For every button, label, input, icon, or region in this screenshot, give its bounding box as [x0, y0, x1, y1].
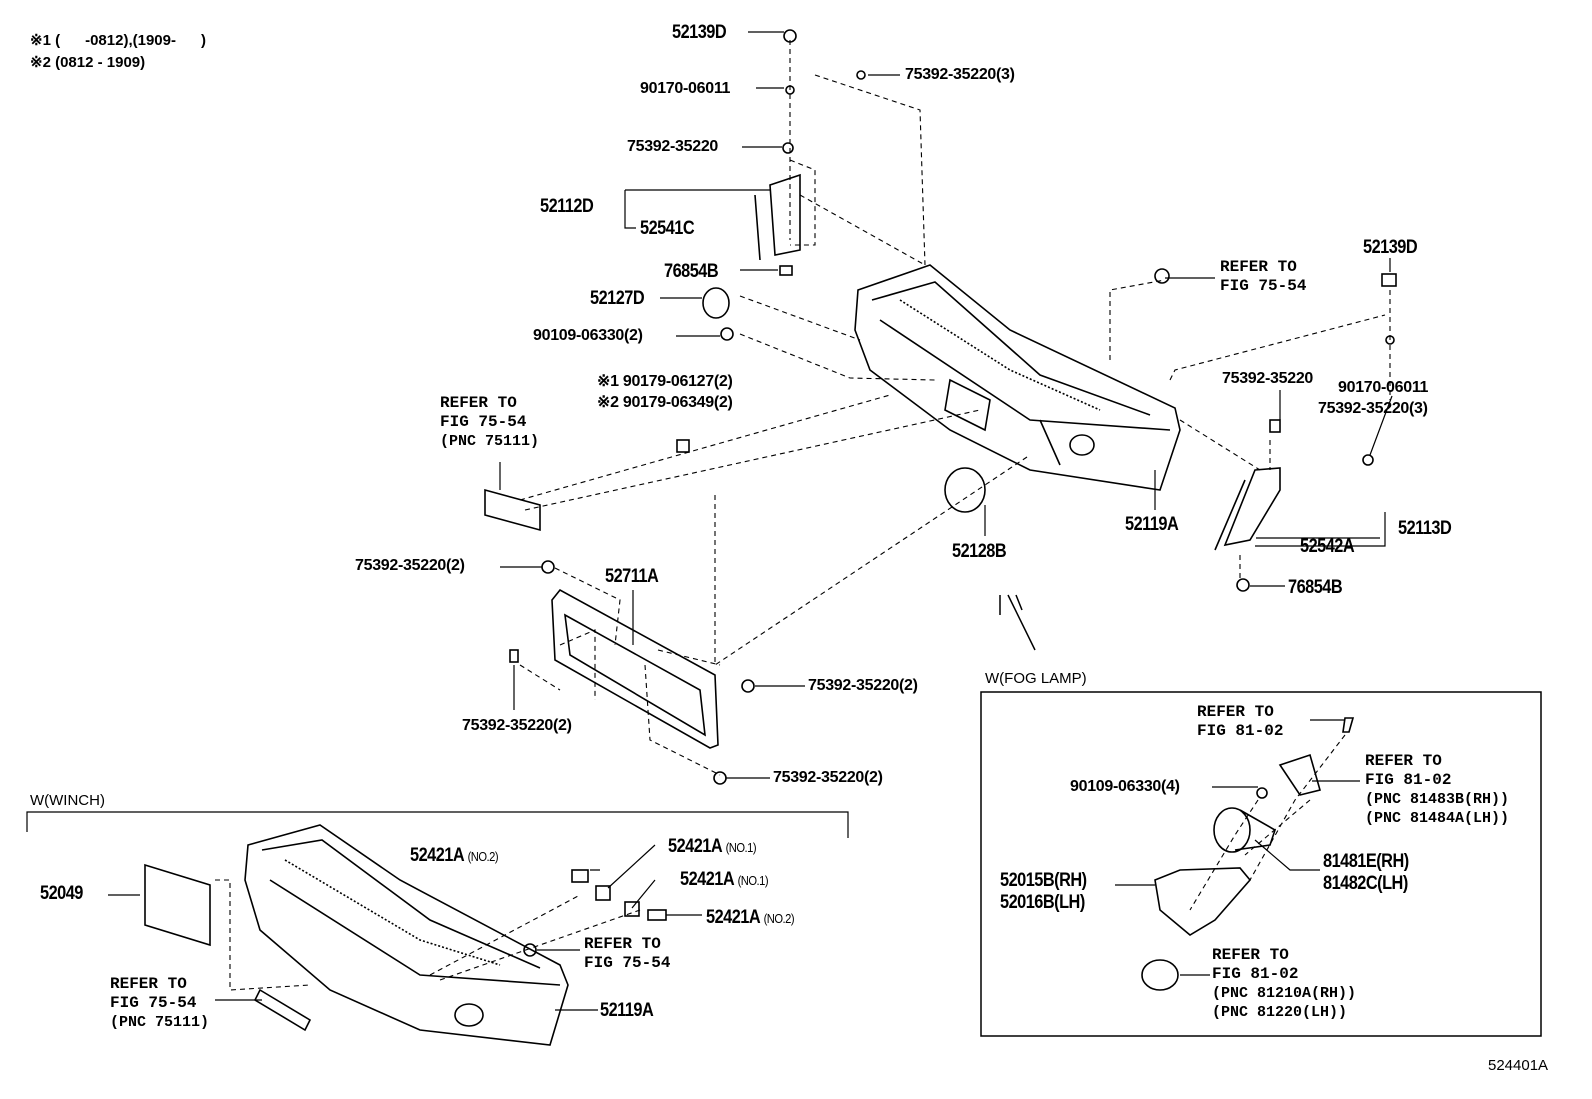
- part-label[interactable]: 52421A (NO.2): [706, 907, 795, 929]
- part-label[interactable]: 76854B: [664, 261, 719, 282]
- part-number: 52421A: [410, 845, 464, 866]
- ref-line: FIG 75-54: [1220, 277, 1307, 295]
- part-label[interactable]: 75392-35220(2): [773, 769, 883, 786]
- part-label[interactable]: 52016B(LH): [1000, 892, 1085, 913]
- cap-52128B: [944, 467, 986, 513]
- ref-line: REFER TO: [1197, 703, 1274, 721]
- ref-line: FIG 81-02: [1365, 771, 1452, 789]
- corner-cover-right: [1214, 467, 1281, 551]
- winch-bumper-52119A: [144, 824, 667, 1046]
- dashed-guides: [215, 40, 1391, 991]
- part-label[interactable]: 52541C: [640, 218, 695, 239]
- part-label[interactable]: 52049: [40, 883, 83, 904]
- fog-lamp-parts: [1141, 717, 1355, 991]
- ref-line: (PNC 75111): [110, 1014, 210, 1031]
- part-label[interactable]: 90170-06011: [1338, 379, 1429, 396]
- ref-line: REFER TO: [440, 394, 517, 412]
- corner-cover-left: [754, 173, 801, 261]
- part-label[interactable]: 75392-35220(2): [355, 557, 465, 574]
- part-number: 52421A: [706, 907, 760, 928]
- note-2: ※2 (0812 - 1909): [30, 54, 146, 71]
- part-label[interactable]: 75392-35220: [1222, 370, 1314, 387]
- ref-line: FIG 81-02: [1197, 722, 1284, 740]
- part-variant: (NO.1): [737, 873, 769, 888]
- fasteners: [509, 29, 1397, 785]
- part-label[interactable]: 90109-06330(4): [1070, 778, 1180, 795]
- part-label[interactable]: 76854B: [1288, 577, 1343, 598]
- part-label[interactable]: 75392-35220(3): [905, 66, 1015, 83]
- fog-lamp-box: [980, 691, 1542, 1037]
- cap-52127D: [702, 287, 730, 319]
- part-label[interactable]: 52421A (NO.1): [668, 836, 757, 858]
- part-label[interactable]: 52127D: [590, 288, 645, 309]
- ref-line: (PNC 75111): [440, 433, 540, 450]
- part-variant: (NO.1): [725, 840, 757, 855]
- grille-52711A: [551, 588, 719, 749]
- part-label[interactable]: 52542A: [1300, 536, 1355, 557]
- ref-line: REFER TO: [1220, 258, 1297, 276]
- figure-id: 524401A: [1488, 1057, 1549, 1074]
- part-label[interactable]: 90170-06011: [640, 80, 731, 97]
- part-label[interactable]: 52421A (NO.2): [410, 845, 499, 867]
- ref-line: (PNC 81220(LH)): [1212, 1004, 1348, 1021]
- ref-line: (PNC 81483B(RH)): [1365, 791, 1510, 808]
- ref-line: FIG 75-54: [584, 954, 671, 972]
- part-label[interactable]: ※2 90179-06349(2): [597, 394, 733, 411]
- front-bumper-52119A: [854, 264, 1181, 491]
- section-fog-lamp: W(FOG LAMP): [985, 670, 1087, 687]
- part-variant: (NO.2): [763, 911, 795, 926]
- part-label[interactable]: 52119A: [600, 1000, 654, 1021]
- part-label[interactable]: 52711A: [605, 566, 659, 587]
- part-label[interactable]: 52112D: [540, 196, 594, 217]
- leader-lines: [26, 31, 1393, 1011]
- ref-line: FIG 75-54: [440, 413, 527, 431]
- part-label[interactable]: 75392-35220: [627, 138, 719, 155]
- ref-line: REFER TO: [584, 935, 661, 953]
- part-label[interactable]: 52113D: [1398, 518, 1452, 539]
- ref-line: REFER TO: [1365, 752, 1442, 770]
- part-label[interactable]: 52119A: [1125, 514, 1179, 535]
- part-label[interactable]: ※1 90179-06127(2): [597, 373, 733, 390]
- ref-line: FIG 75-54: [110, 994, 197, 1012]
- part-number: 52421A: [668, 836, 722, 857]
- section-winch: W(WINCH): [30, 792, 105, 809]
- part-label[interactable]: 52139D: [1363, 237, 1418, 258]
- part-number: 52421A: [680, 869, 734, 890]
- part-label[interactable]: 75392-35220(2): [808, 677, 918, 694]
- part-label[interactable]: 90109-06330(2): [533, 327, 643, 344]
- part-label[interactable]: 75392-35220(2): [462, 717, 572, 734]
- ref-line: (PNC 81484A(LH)): [1365, 810, 1510, 827]
- license-plate-bracket: [484, 488, 541, 532]
- part-label[interactable]: 52139D: [672, 22, 727, 43]
- part-label[interactable]: 52015B(RH): [1000, 870, 1087, 891]
- part-label[interactable]: 81482C(LH): [1323, 873, 1408, 894]
- part-label[interactable]: 52128B: [952, 541, 1007, 562]
- part-label[interactable]: 52421A (NO.1): [680, 869, 769, 891]
- ref-line: REFER TO: [1212, 946, 1289, 964]
- note-1: ※1 ( -0812),(1909- ): [30, 32, 206, 49]
- ref-line: REFER TO: [110, 975, 187, 993]
- ref-line: FIG 81-02: [1212, 965, 1299, 983]
- part-label[interactable]: 75392-35220(3): [1318, 400, 1428, 417]
- part-label[interactable]: 81481E(RH): [1323, 851, 1409, 872]
- part-variant: (NO.2): [467, 849, 499, 864]
- ref-line: (PNC 81210A(RH)): [1212, 985, 1357, 1002]
